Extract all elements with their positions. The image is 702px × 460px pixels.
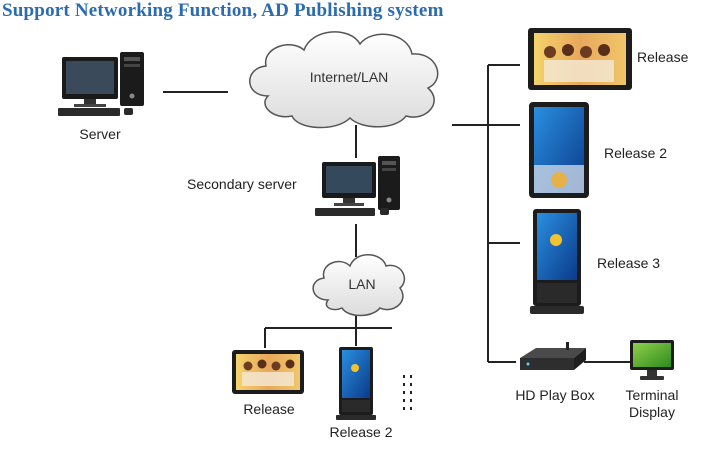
cloud-lan: LAN: [312, 254, 406, 317]
cloud-internet-lan-label: Internet/LAN: [310, 69, 389, 85]
secondary-server-computer-icon: [315, 156, 400, 216]
page-title: Support Networking Function, AD Publishi…: [2, 0, 444, 21]
server-computer-icon: [58, 52, 144, 116]
connection-lines: [163, 64, 630, 363]
release2-bottom-kiosk-icon: [336, 347, 376, 420]
release2-tablet-icon: [529, 102, 589, 198]
secondary-server-label: Secondary server: [187, 176, 297, 192]
release-top-label: Release: [637, 49, 689, 65]
server-label: Server: [79, 126, 121, 142]
release-bottom-label: Release: [243, 401, 295, 417]
cloud-lan-label: LAN: [348, 276, 375, 292]
release3-kiosk-icon: [530, 209, 584, 314]
terminal-display-label-line2: Display: [629, 404, 675, 420]
hd-play-box-label: HD Play Box: [515, 387, 594, 403]
release2-bottom-label: Release 2: [329, 424, 392, 440]
release-monitor-icon: [528, 28, 632, 90]
release-bottom-monitor-icon: [232, 350, 304, 394]
cloud-internet-lan: Internet/LAN: [249, 31, 439, 129]
more-devices-dots: [403, 375, 412, 410]
terminal-display-label-line1: Terminal: [626, 387, 679, 403]
hd-play-box-icon: [520, 342, 586, 370]
release2-right-label: Release 2: [604, 145, 667, 161]
terminal-display-icon: [630, 340, 674, 380]
release3-right-label: Release 3: [597, 255, 660, 271]
